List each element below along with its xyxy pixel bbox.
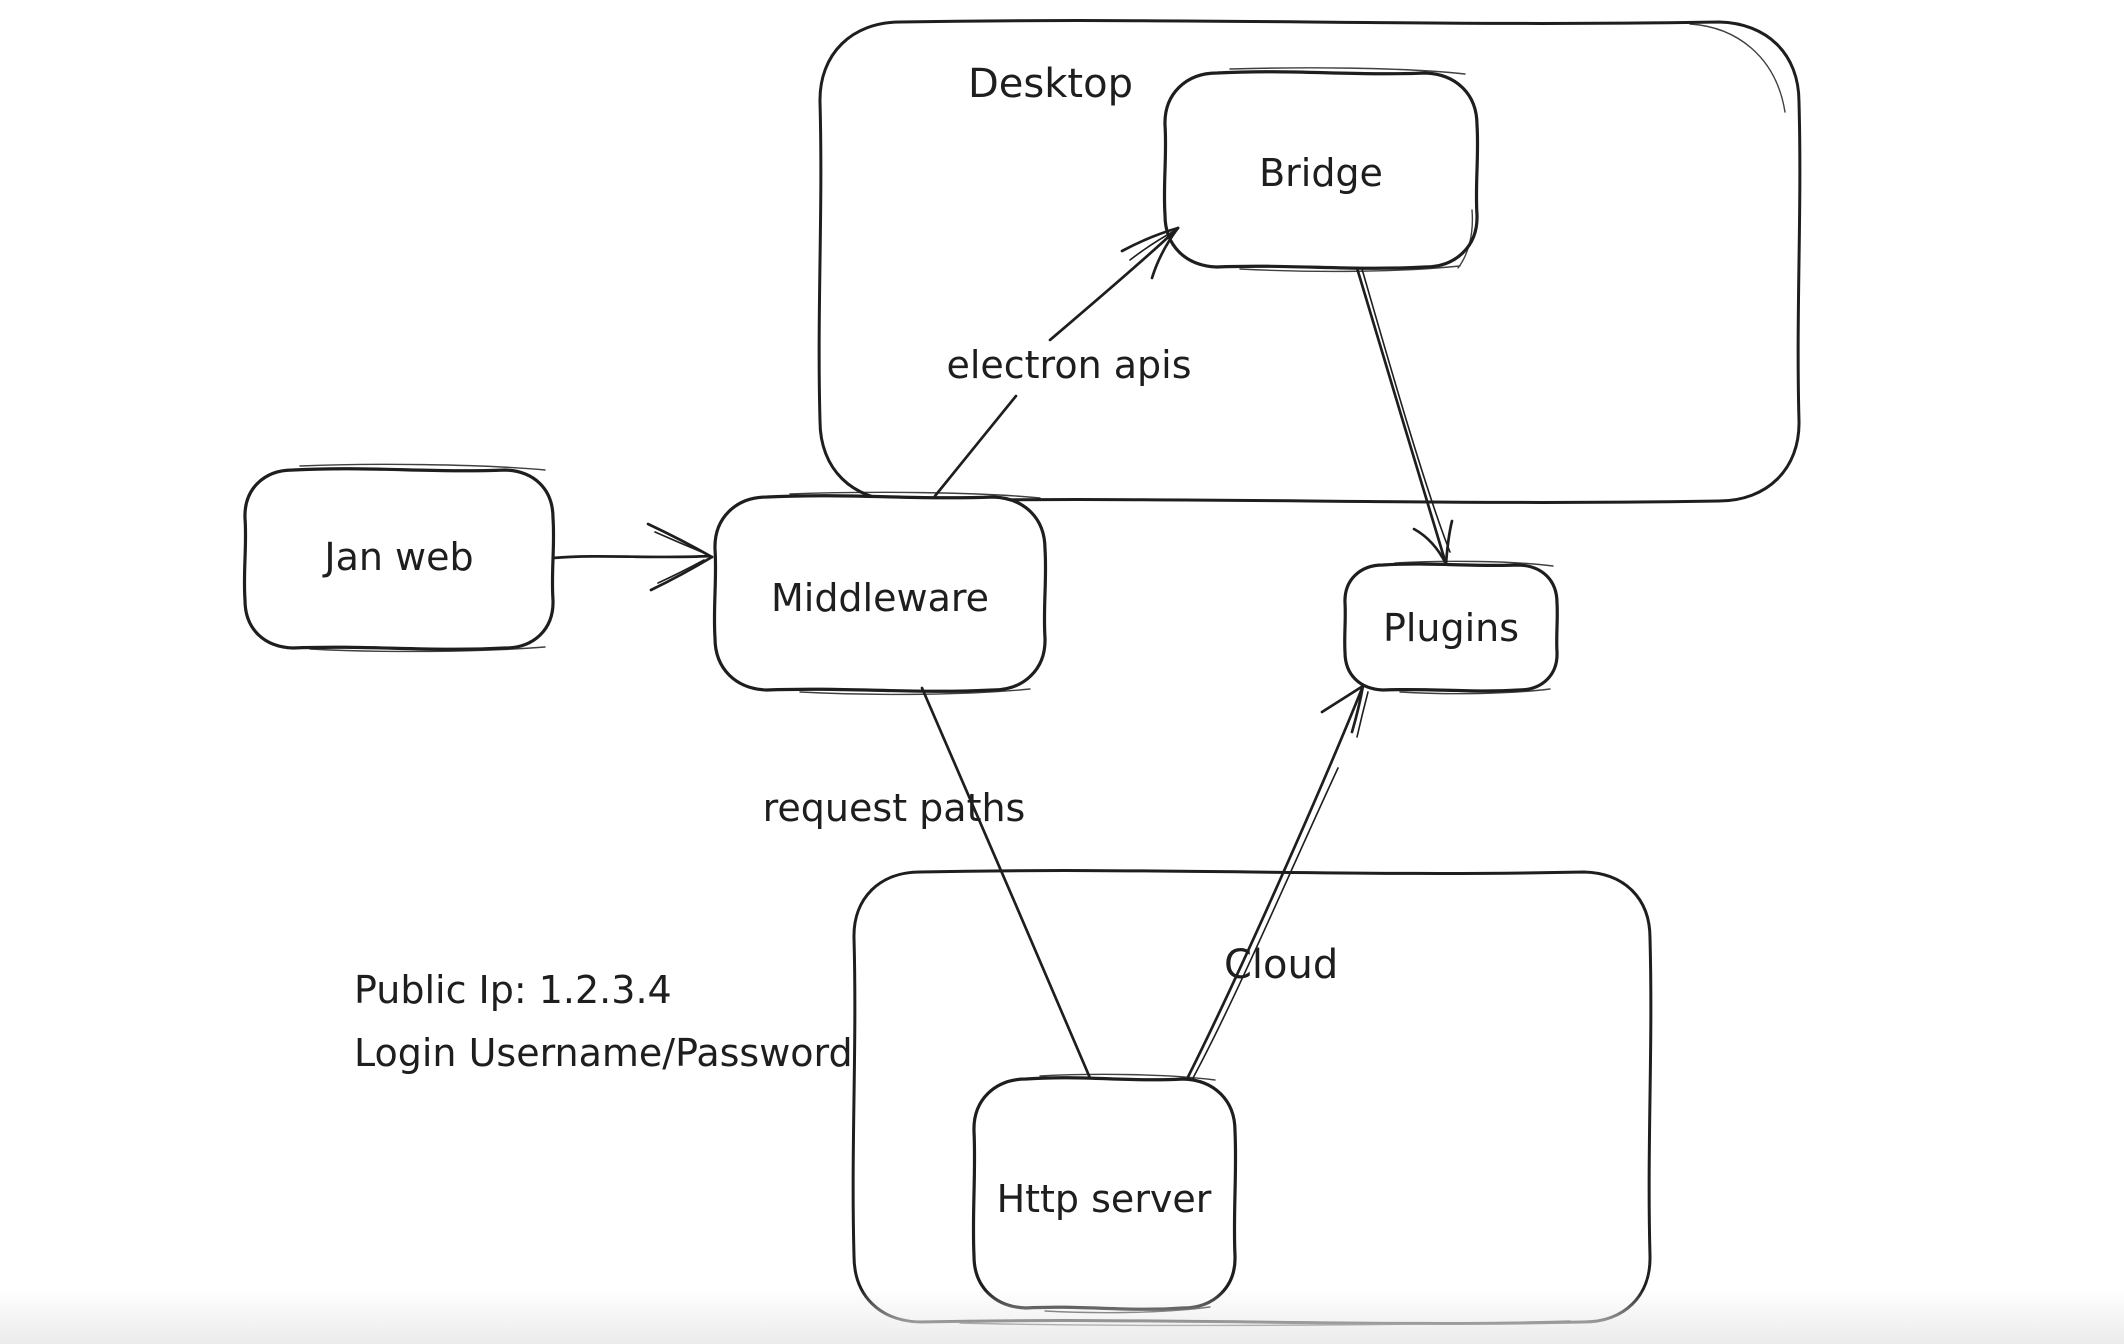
- plugins-node-label: Plugins: [1383, 606, 1519, 650]
- line-middleware-to-http-server[interactable]: [920, 686, 1092, 1080]
- bridge-node-shape[interactable]: [1162, 70, 1480, 270]
- cloud-container-label: Cloud: [1224, 942, 1338, 988]
- plugins-node-shape[interactable]: [1343, 562, 1559, 693]
- arrow-middleware-to-bridge[interactable]: [933, 226, 1180, 498]
- request-paths-edge-label: request paths: [763, 786, 1026, 830]
- electron-apis-edge-label: electron apis: [946, 343, 1191, 387]
- plugins-node-overstroke: [1394, 560, 1554, 695]
- public-ip-annotation: Public Ip: 1.2.3.4: [354, 968, 672, 1012]
- login-annotation: Login Username/Password: [354, 1031, 853, 1075]
- jan-web-node-label: Jan web: [322, 535, 473, 579]
- arrow-bridge-to-plugins[interactable]: [1355, 266, 1454, 566]
- http-server-node-label: Http server: [997, 1177, 1212, 1221]
- desktop-container-overstroke: [1689, 23, 1786, 113]
- arrow-jan-web-to-middleware[interactable]: [551, 522, 714, 592]
- middleware-node-shape[interactable]: [712, 494, 1048, 693]
- jan-web-node-overstroke: [299, 463, 546, 653]
- desktop-container-label: Desktop: [968, 61, 1133, 107]
- arrow-http-server-to-plugins[interactable]: [1186, 684, 1369, 1079]
- middleware-node-overstroke: [789, 491, 1041, 696]
- bridge-node-label: Bridge: [1259, 151, 1383, 195]
- jan-web-node-shape[interactable]: [242, 467, 556, 651]
- middleware-node-label: Middleware: [771, 576, 989, 620]
